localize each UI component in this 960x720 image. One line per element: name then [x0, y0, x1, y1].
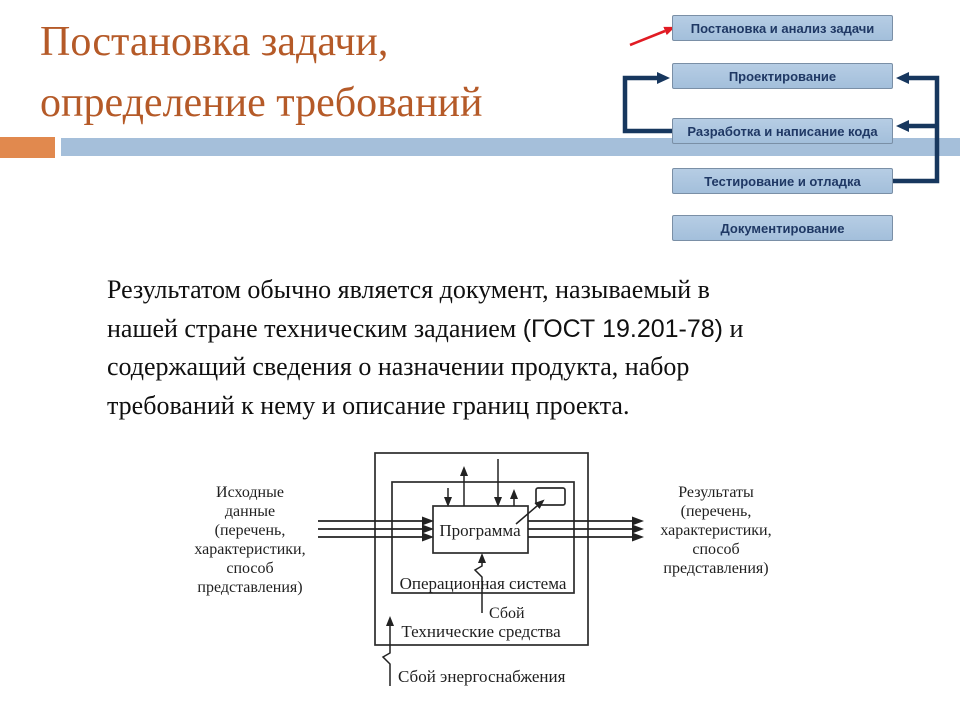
output-label-line: Результаты	[678, 484, 754, 501]
gost-standard-ref: (ГОСТ 19.201-78)	[522, 314, 724, 343]
stage-box-documentation: Документирование	[672, 215, 893, 241]
stage-box-problem-analysis: Постановка и анализ задачи	[672, 15, 893, 41]
hardware-box	[374, 452, 589, 646]
os-label: Операционная система	[400, 574, 567, 593]
stage-box-testing: Тестирование и отладка	[672, 168, 893, 194]
slide-title-line-2: определение требований	[40, 80, 483, 126]
paragraph-line: требований к нему и описание границ прое…	[107, 390, 630, 420]
input-label-line: представления)	[197, 579, 302, 596]
paragraph-line: Результатом обычно является документ, на…	[107, 275, 710, 304]
output-label-line: представления)	[663, 560, 768, 577]
feedback-right-connector	[892, 72, 940, 184]
output-label-line: (перечень,	[681, 503, 752, 520]
output-results-label: Результаты (перечень, характеристики, сп…	[660, 484, 771, 577]
program-os-hardware-exchange-arrows	[444, 459, 518, 507]
input-data-arrows	[318, 516, 434, 542]
stage-box-coding: Разработка и написание кода	[672, 118, 893, 144]
input-data-label: Исходные данные (перечень, характеристик…	[194, 484, 305, 596]
program-label: Программа	[439, 521, 521, 540]
program-failure-arrow	[473, 553, 486, 613]
current-stage-pointer-arrow	[629, 26, 676, 47]
power-failure-arrow	[381, 616, 394, 686]
input-label-line: Исходные	[216, 484, 284, 501]
slide-title-line-1: Постановка задачи,	[40, 19, 389, 65]
failure-label: Сбой	[489, 605, 525, 622]
paragraph-line2-post: и	[723, 313, 744, 343]
stage-label: Разработка и написание кода	[687, 123, 878, 139]
stage-label: Постановка и анализ задачи	[690, 20, 875, 36]
output-results-arrows	[528, 516, 644, 542]
input-label-line: данные	[225, 503, 275, 520]
input-label-line: характеристики,	[194, 541, 305, 558]
power-failure-label: Сбой энергоснабжения	[398, 667, 566, 686]
paragraph-line2-pre: нашей стране техническим заданием	[107, 313, 523, 343]
feedback-left-connector	[622, 72, 672, 134]
os-box	[391, 481, 575, 594]
interrupt-pointer-arrow	[515, 499, 545, 525]
slide-title: Постановка задачи, определение требовани…	[40, 12, 483, 134]
stage-label: Проектирование	[728, 68, 837, 84]
stage-label: Тестирование и отладка	[704, 173, 861, 189]
input-label-line: способ	[226, 560, 273, 577]
output-label-line: характеристики,	[660, 522, 771, 539]
interrupt-callout-box	[535, 487, 566, 506]
stage-label: Документирование	[720, 220, 845, 236]
body-paragraph: Результатом обычно является документ, на…	[107, 271, 787, 425]
accent-bar-orange	[0, 137, 55, 158]
paragraph-line: нашей стране техническим заданием (ГОСТ …	[107, 310, 787, 349]
stage-box-design: Проектирование	[672, 63, 893, 89]
output-label-line: способ	[692, 541, 739, 558]
hardware-label: Технические средства	[401, 622, 561, 641]
program-box	[432, 505, 529, 554]
paragraph-line: содержащий сведения о назначении продукт…	[107, 352, 690, 381]
input-label-line: (перечень,	[215, 522, 286, 539]
